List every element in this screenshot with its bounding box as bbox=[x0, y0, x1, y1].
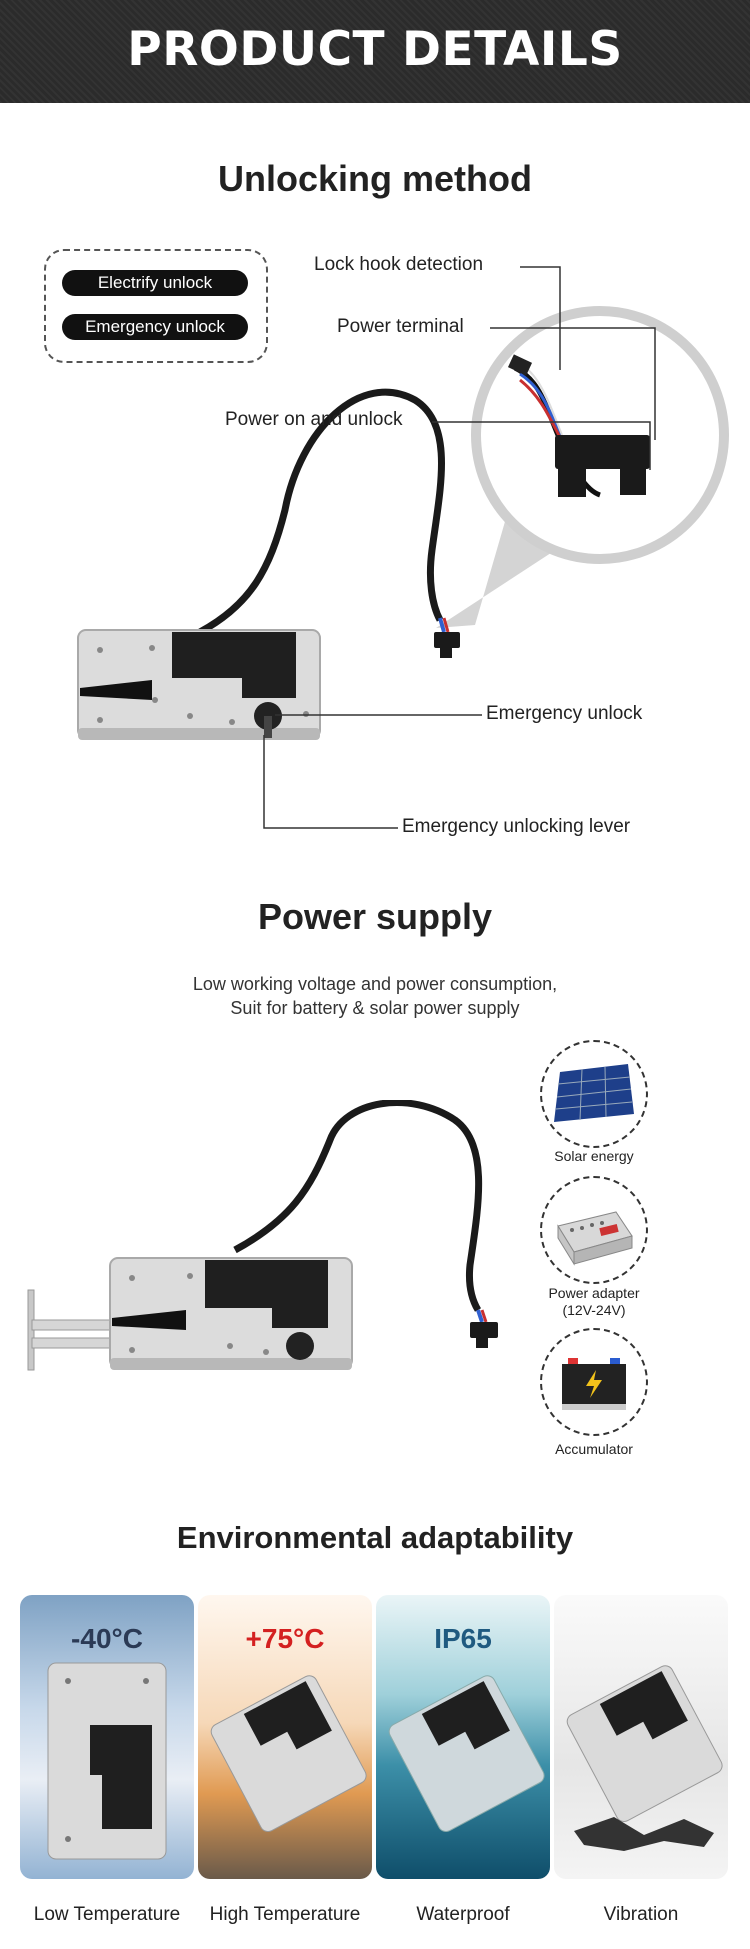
low-temp-tag: -40°C bbox=[71, 1623, 143, 1654]
zoomed-connector bbox=[507, 354, 650, 498]
lock-diagram bbox=[77, 266, 729, 829]
env-card-vibration bbox=[554, 1595, 728, 1879]
accumulator-icon bbox=[540, 1328, 648, 1436]
solar-energy-label: Solar energy bbox=[554, 1148, 634, 1164]
waterproof-tag: IP65 bbox=[434, 1623, 492, 1654]
electrify-unlock-pill: Electrify unlock bbox=[62, 270, 248, 296]
callout-power-on-unlock: Power on and unlock bbox=[225, 409, 403, 430]
power-subtitle-line2: Suit for battery & solar power supply bbox=[230, 998, 520, 1018]
lock-cable bbox=[198, 388, 445, 636]
env-card-waterproof: IP65 bbox=[376, 1595, 550, 1879]
lock-with-bolt-illustration bbox=[27, 1100, 498, 1371]
high-temp-caption: High Temperature bbox=[209, 1904, 361, 1925]
high-temp-tag: +75°C bbox=[245, 1623, 325, 1654]
accumulator-label: Accumulator bbox=[555, 1441, 633, 1457]
unlocking-title: Unlocking method bbox=[218, 158, 532, 199]
environment-title: Environmental adaptability bbox=[176, 1520, 574, 1555]
lock-body bbox=[77, 629, 321, 740]
header-banner: PRODUCT DETAILS bbox=[0, 0, 750, 103]
env-card-low-temp: -40°C bbox=[20, 1595, 194, 1879]
callout-lines bbox=[263, 266, 656, 829]
callout-lock-hook-detection: Lock hook detection bbox=[314, 254, 484, 275]
small-connector bbox=[434, 632, 460, 648]
banner-title: PRODUCT DETAILS bbox=[127, 22, 623, 77]
callout-power-terminal: Power terminal bbox=[337, 316, 464, 337]
power-title: Power supply bbox=[257, 896, 493, 937]
env-card-high-temp: +75°C bbox=[198, 1595, 372, 1879]
emergency-unlock-pill: Emergency unlock bbox=[62, 314, 248, 340]
power-adapter-icon bbox=[540, 1176, 648, 1284]
low-temp-caption: Low Temperature bbox=[33, 1904, 181, 1925]
unlock-methods-box: Electrify unlock Emergency unlock bbox=[44, 249, 268, 363]
waterproof-caption: Waterproof bbox=[416, 1904, 510, 1925]
vibration-caption: Vibration bbox=[603, 1904, 679, 1925]
callout-emergency-unlock: Emergency unlock bbox=[486, 703, 643, 724]
solar-panel-icon bbox=[540, 1040, 648, 1148]
power-adapter-label: Power adapter bbox=[548, 1285, 640, 1301]
power-adapter-voltage: (12V-24V) bbox=[562, 1302, 626, 1318]
power-subtitle-line1: Low working voltage and power consumptio… bbox=[192, 974, 558, 994]
callout-emergency-lever: Emergency unlocking lever bbox=[402, 816, 631, 837]
